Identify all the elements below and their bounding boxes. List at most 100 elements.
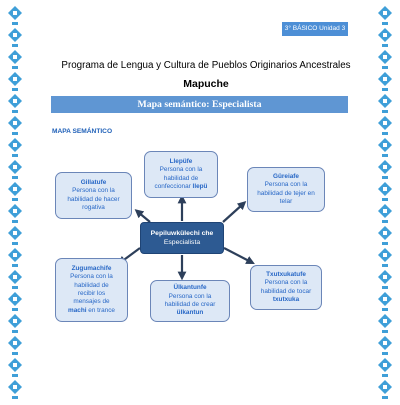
border-diamond-center bbox=[383, 143, 387, 147]
border-diamond-center bbox=[383, 99, 387, 103]
border-step bbox=[382, 154, 388, 157]
border-diamond-center bbox=[383, 341, 387, 345]
border-step bbox=[12, 22, 18, 25]
border-step bbox=[12, 220, 18, 223]
border-diamond-center bbox=[13, 209, 17, 213]
node-text: Persona con la bbox=[72, 187, 115, 195]
node-llepufe: Llepüfe Persona con la habilidad de conf… bbox=[144, 151, 218, 198]
border-step bbox=[12, 396, 18, 399]
border-step bbox=[12, 176, 18, 179]
left-border-pattern bbox=[8, 6, 22, 399]
border-diamond-center bbox=[383, 55, 387, 59]
border-diamond-center bbox=[13, 275, 17, 279]
border-step bbox=[382, 44, 388, 47]
border-step bbox=[12, 330, 18, 333]
border-step bbox=[382, 396, 388, 399]
border-step bbox=[382, 374, 388, 377]
border-diamond-center bbox=[13, 187, 17, 191]
border-diamond-center bbox=[13, 231, 17, 235]
node-text: Persona con la bbox=[159, 166, 203, 174]
center-concept-description: Especialista bbox=[163, 239, 201, 246]
node-text: rogativa bbox=[82, 203, 105, 211]
border-diamond-center bbox=[13, 165, 17, 169]
border-diamond-center bbox=[383, 121, 387, 125]
node-text: Persona con la bbox=[264, 181, 308, 189]
node-text: recibir los bbox=[77, 290, 106, 297]
border-step bbox=[382, 220, 388, 223]
border-step bbox=[382, 308, 388, 311]
border-step bbox=[12, 286, 18, 289]
border-diamond-center bbox=[383, 187, 387, 191]
border-diamond-center bbox=[13, 297, 17, 301]
border-step bbox=[12, 44, 18, 47]
border-step bbox=[382, 132, 388, 135]
border-step bbox=[382, 352, 388, 355]
border-diamond-center bbox=[383, 297, 387, 301]
border-diamond-center bbox=[13, 99, 17, 103]
arrow-to-bottom-right bbox=[223, 247, 255, 265]
border-diamond-center bbox=[13, 11, 17, 15]
border-step bbox=[12, 374, 18, 377]
border-diamond-center bbox=[383, 231, 387, 235]
border-step bbox=[382, 176, 388, 179]
node-text-line: machi en trance bbox=[68, 306, 115, 314]
center-concept-name: Pepiluwkülechi che bbox=[150, 230, 214, 237]
border-diamond-center bbox=[13, 121, 17, 125]
node-name: Ülkantunfe bbox=[173, 284, 207, 292]
border-step bbox=[12, 308, 18, 311]
border-step bbox=[12, 154, 18, 157]
border-step bbox=[382, 110, 388, 113]
right-border-pattern bbox=[378, 6, 392, 399]
border-diamond-center bbox=[383, 165, 387, 169]
node-text: Persona con la bbox=[264, 279, 308, 287]
map-banner: Mapa semántico: Especialista bbox=[51, 96, 348, 113]
node-zugumachife: Zugumachife Persona con la habilidad de … bbox=[55, 258, 128, 322]
border-diamond-center bbox=[13, 55, 17, 59]
border-diamond-center bbox=[383, 253, 387, 257]
node-text-line: confeccionar llepü bbox=[154, 182, 208, 190]
node-name: Gillatufe bbox=[80, 178, 107, 186]
node-text: telar bbox=[279, 197, 293, 205]
left-decorative-border bbox=[5, 0, 25, 400]
node-text: txutxuka bbox=[272, 295, 300, 303]
border-step bbox=[12, 198, 18, 201]
border-diamond-center bbox=[13, 341, 17, 345]
border-diamond-center bbox=[13, 77, 17, 81]
node-text: habilidad de tejer en bbox=[257, 189, 315, 197]
node-name: Llepüfe bbox=[169, 157, 193, 165]
node-name: Güreiafe bbox=[273, 172, 299, 180]
border-diamond-center bbox=[13, 143, 17, 147]
border-step bbox=[12, 88, 18, 91]
node-text: habilidad de bbox=[74, 281, 109, 289]
border-step bbox=[382, 198, 388, 201]
border-diamond-center bbox=[383, 385, 387, 389]
right-decorative-border bbox=[375, 0, 395, 400]
program-title: Programa de Lengua y Cultura de Pueblos … bbox=[61, 60, 351, 71]
node-text: Persona con la bbox=[70, 273, 113, 281]
border-step bbox=[382, 88, 388, 91]
node-ulkantunfe: Ülkantunfe Persona con la habilidad de c… bbox=[150, 280, 230, 322]
node-name: Zugumachife bbox=[71, 265, 112, 273]
node-text: ülkantun bbox=[176, 309, 204, 317]
border-step bbox=[12, 132, 18, 135]
node-text: Persona con la bbox=[168, 292, 212, 300]
section-label: MAPA SEMÁNTICO bbox=[52, 128, 113, 135]
border-diamond-center bbox=[13, 363, 17, 367]
border-step bbox=[382, 264, 388, 267]
arrow-to-top-right bbox=[222, 201, 247, 223]
node-text: habilidad de crear bbox=[164, 301, 216, 308]
border-step bbox=[382, 66, 388, 69]
node-text: habilidad de hacer bbox=[67, 195, 120, 203]
border-diamond-center bbox=[13, 33, 17, 37]
border-step bbox=[12, 242, 18, 245]
center-concept-box: Pepiluwkülechi che Especialista bbox=[140, 222, 224, 254]
border-step bbox=[12, 352, 18, 355]
border-step bbox=[382, 22, 388, 25]
border-diamond-center bbox=[13, 385, 17, 389]
node-gillatufe: Gillatufe Persona con la habilidad de ha… bbox=[55, 172, 132, 219]
border-diamond-center bbox=[383, 363, 387, 367]
border-step bbox=[12, 66, 18, 69]
node-txutxukatufe: Txutxukatufe Persona con la habilidad de… bbox=[250, 265, 322, 310]
border-diamond-center bbox=[383, 33, 387, 37]
